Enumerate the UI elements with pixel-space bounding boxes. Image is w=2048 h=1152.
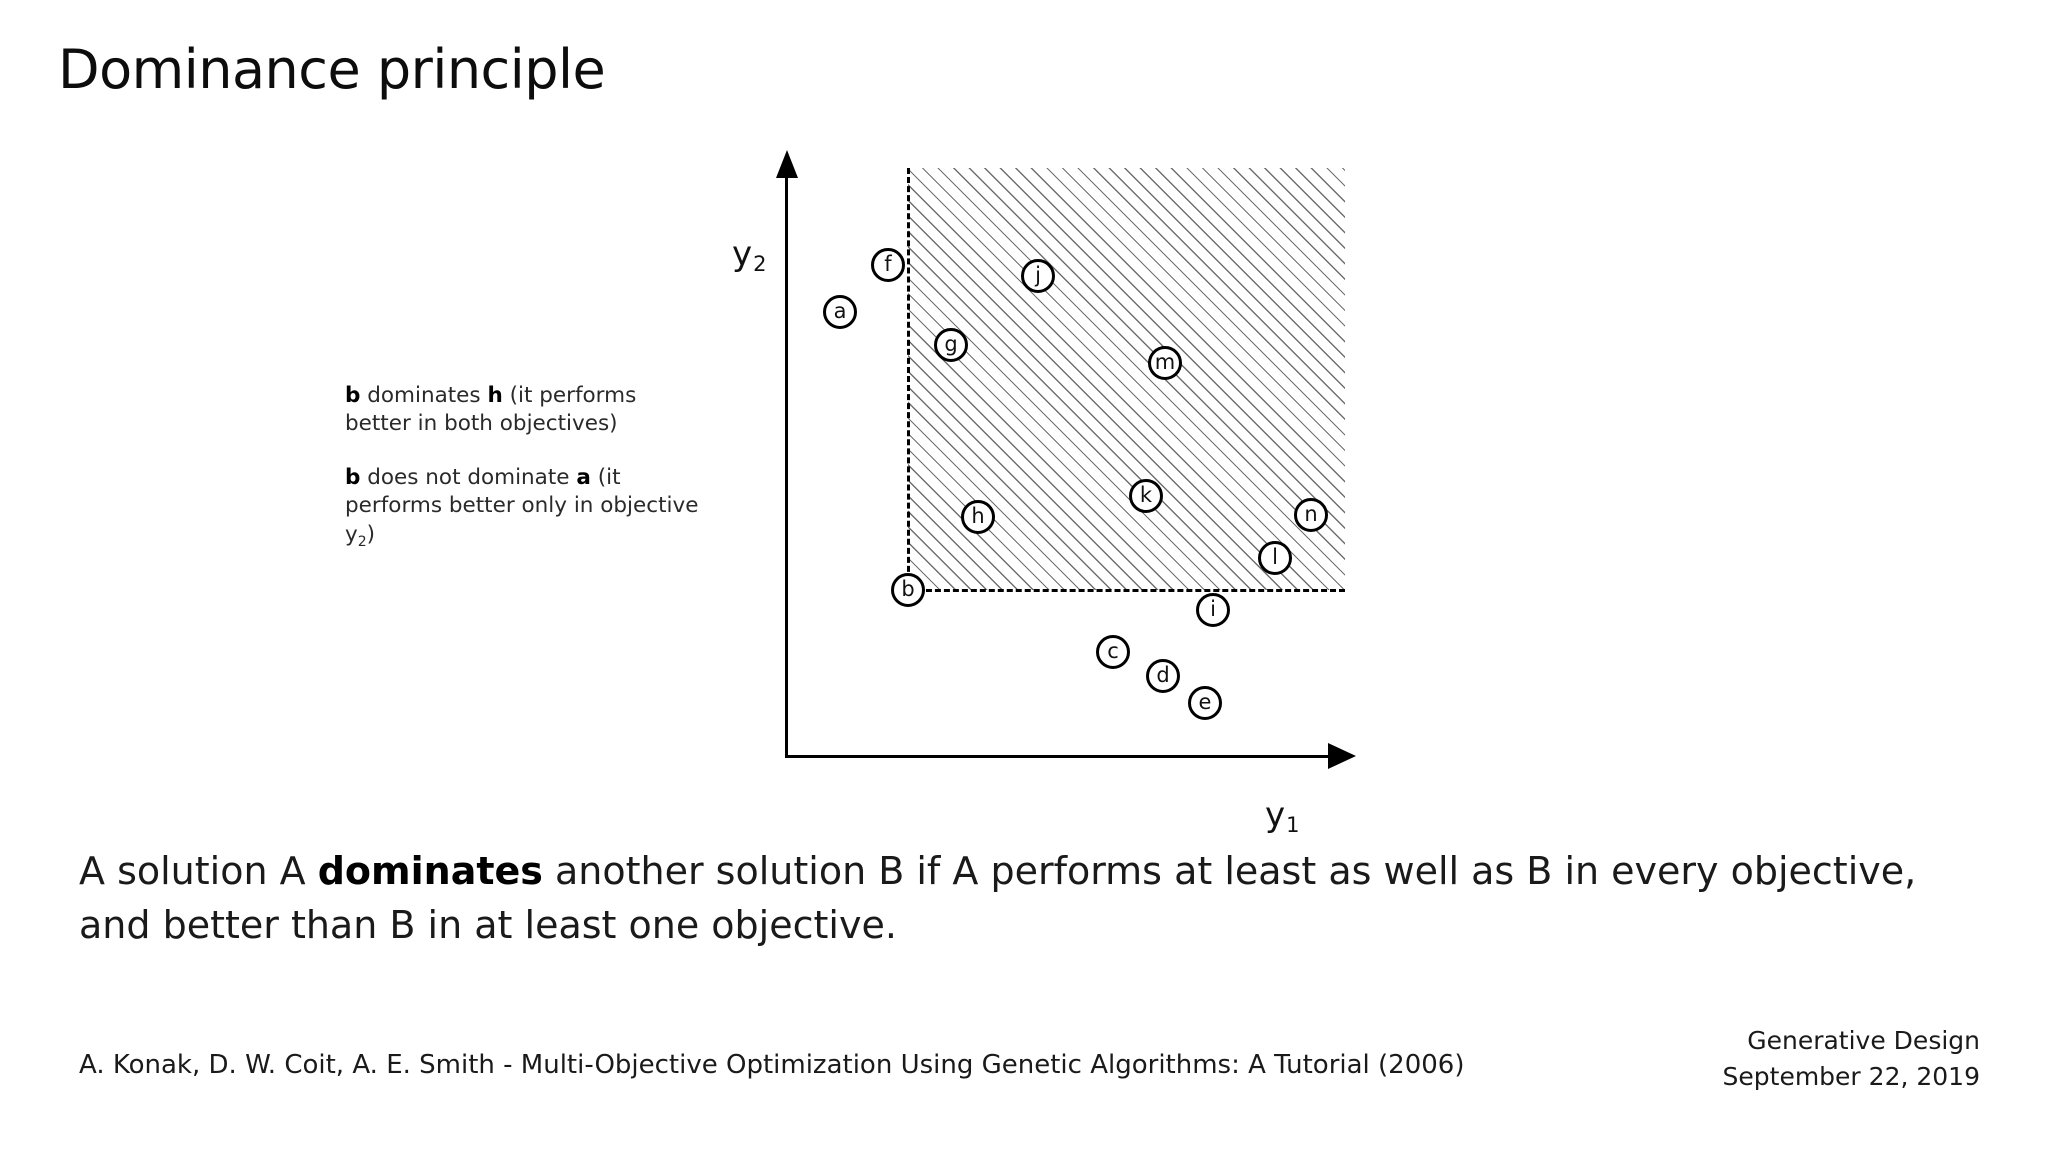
- data-point-f: f: [871, 248, 905, 282]
- annotation-1-bold-h: h: [487, 383, 503, 408]
- data-point-g: g: [934, 328, 968, 362]
- y-axis-label-subscript: 2: [753, 252, 767, 276]
- data-point-d: d: [1146, 659, 1180, 693]
- annotation-2-text-1: does not dominate: [360, 465, 577, 490]
- y-axis-label: y2: [732, 234, 767, 276]
- x-axis-arrow-icon: [1328, 743, 1356, 769]
- body-text-1: A solution A: [79, 849, 318, 893]
- footer-date: September 22, 2019: [1722, 1062, 1980, 1092]
- data-point-h: h: [961, 500, 995, 534]
- data-point-e: e: [1188, 686, 1222, 720]
- x-axis-label-text: y: [1265, 795, 1286, 835]
- annotation-2-bold-a: a: [576, 465, 591, 490]
- data-point-i: i: [1196, 593, 1230, 627]
- data-point-j: j: [1021, 259, 1055, 293]
- data-point-l: l: [1258, 541, 1292, 575]
- data-point-a: a: [823, 295, 857, 329]
- dominated-region-left-dashed-edge: [907, 168, 910, 590]
- page-title: Dominance principle: [58, 38, 606, 101]
- data-point-n: n: [1294, 498, 1328, 532]
- data-point-c: c: [1096, 635, 1130, 669]
- dominance-definition-text: A solution A dominates another solution …: [79, 845, 1959, 953]
- footer-course-name: Generative Design: [1747, 1026, 1980, 1055]
- y-axis-arrow-icon: [776, 150, 798, 178]
- footer-meta: Generative Design September 22, 2019: [1723, 1023, 1980, 1096]
- x-axis-label-subscript: 1: [1286, 813, 1300, 837]
- annotation-1-text-1: dominates: [360, 383, 488, 408]
- annotation-b-does-not-dominate-a: b does not dominate a (it performs bette…: [345, 464, 705, 550]
- body-text-2: another solution B if A performs at leas…: [79, 849, 1917, 947]
- x-axis-label: y1: [1265, 795, 1300, 837]
- annotation-2-text-2: (it performs better only in objective y: [345, 465, 699, 547]
- y-axis-line: [785, 175, 788, 758]
- data-point-m: m: [1148, 346, 1182, 380]
- annotation-2-text-3: ): [366, 521, 376, 547]
- annotation-2-subscript: 2: [357, 533, 367, 550]
- annotation-2-bold-b: b: [345, 465, 361, 490]
- annotation-b-dominates-h: b dominates h (it performs better in bot…: [345, 382, 705, 439]
- dominated-region-bottom-dashed-edge: [908, 589, 1345, 592]
- annotation-1-text-2: (it performs better in both objectives): [345, 383, 637, 437]
- citation-reference: A. Konak, D. W. Coit, A. E. Smith - Mult…: [79, 1050, 1465, 1080]
- body-bold-dominates: dominates: [317, 849, 543, 893]
- data-point-k: k: [1129, 479, 1163, 513]
- data-point-b: b: [891, 573, 925, 607]
- y-axis-label-text: y: [732, 234, 753, 274]
- annotation-1-bold-b: b: [345, 383, 361, 408]
- x-axis-line: [785, 755, 1335, 758]
